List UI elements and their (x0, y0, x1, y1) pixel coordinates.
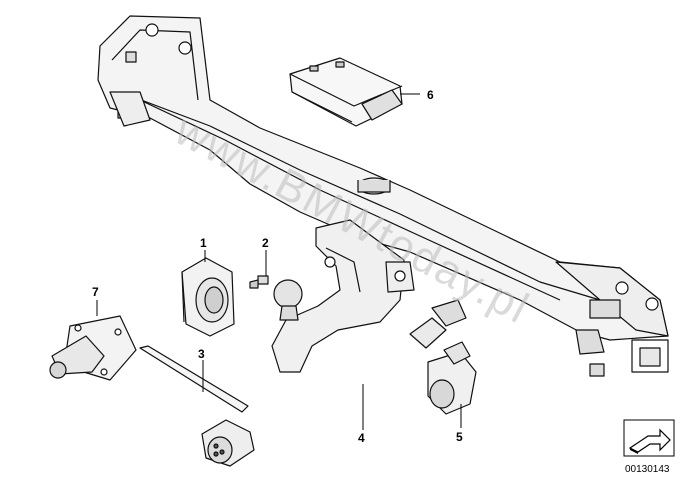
part-grommet-plate[interactable] (49, 315, 137, 381)
callout-7[interactable]: 7 (92, 285, 99, 299)
callout-6[interactable]: 6 (427, 88, 434, 102)
callout-3[interactable]: 3 (198, 347, 205, 361)
callout-4[interactable]: 4 (358, 431, 365, 445)
part-screw[interactable] (249, 275, 269, 289)
leader-lines (96, 93, 462, 430)
part-wiring-harness[interactable] (201, 299, 467, 467)
part-control-module[interactable] (289, 57, 403, 127)
callout-2[interactable]: 2 (262, 236, 269, 250)
part-socket-housing[interactable] (181, 257, 235, 337)
callout-5[interactable]: 5 (456, 430, 463, 444)
tow-bar-crossmember[interactable] (97, 15, 669, 377)
part-socket[interactable] (427, 341, 477, 415)
ball-hitch[interactable] (271, 219, 415, 373)
diagram-reference-number: 00130143 (625, 464, 670, 475)
orientation-arrow-icon (623, 419, 675, 457)
part-cable-tie[interactable] (139, 345, 249, 413)
callout-1[interactable]: 1 (200, 236, 207, 250)
